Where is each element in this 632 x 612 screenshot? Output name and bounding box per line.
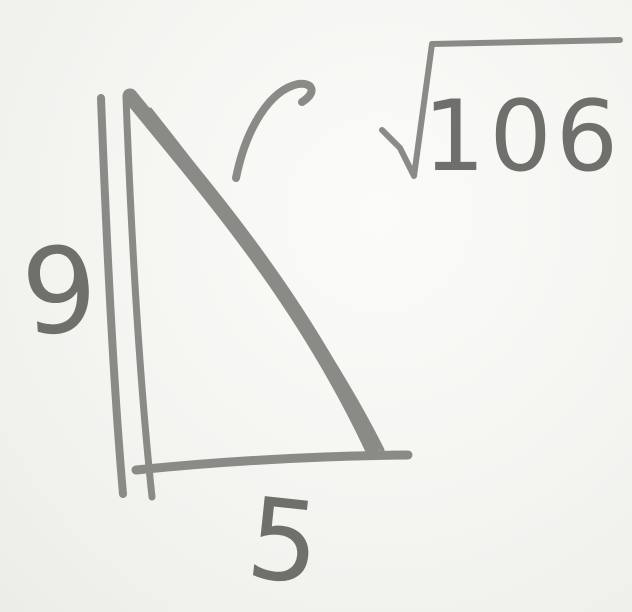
vertical-leg-outer — [97, 94, 127, 498]
side-label-vertical: 9 — [17, 219, 102, 363]
square-root-sign — [379, 37, 623, 179]
bottom-leg — [131, 450, 413, 475]
hypotenuse-label: 106 — [423, 80, 623, 194]
hypotenuse-line-trace — [147, 107, 385, 453]
hypotenuse-line — [122, 88, 380, 456]
side-label-bottom: 5 — [241, 473, 326, 611]
angle-arc — [232, 79, 316, 182]
vertical-leg-inner — [122, 93, 156, 501]
